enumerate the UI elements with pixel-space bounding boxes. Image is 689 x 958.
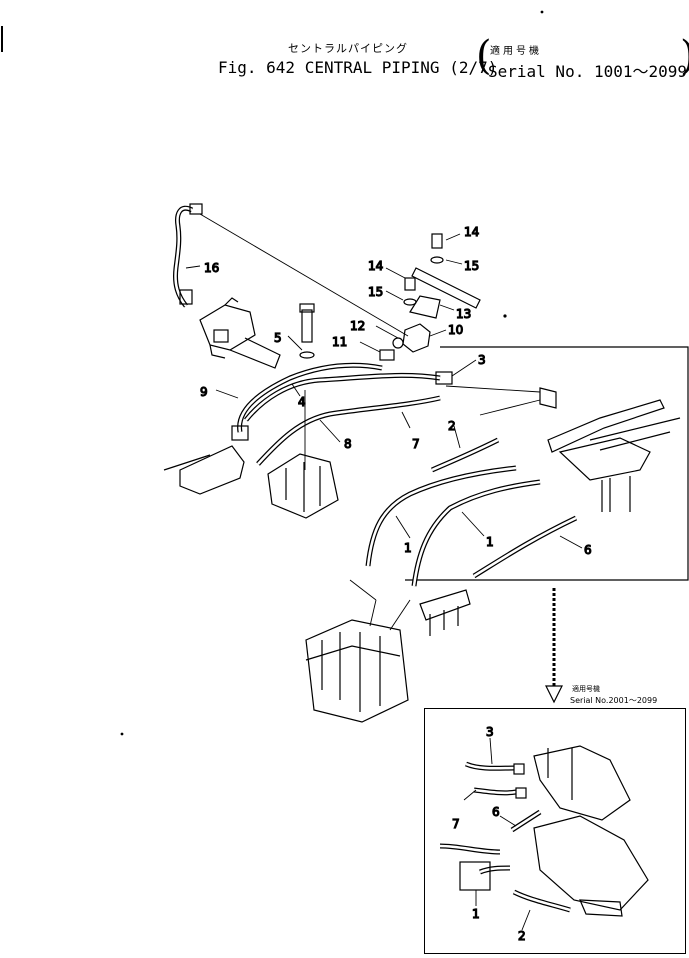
valve-bank-lower bbox=[305, 619, 409, 723]
callout-15a: 15 bbox=[464, 259, 479, 273]
callout-2: 2 bbox=[448, 419, 456, 433]
callout-13: 13 bbox=[456, 307, 471, 321]
callout-10: 10 bbox=[448, 323, 463, 337]
callout-8: 8 bbox=[344, 437, 352, 451]
fittings-lower-center bbox=[419, 589, 471, 636]
callout-11: 11 bbox=[332, 335, 347, 349]
figure-title: Fig. 642 CENTRAL PIPING (2/7) bbox=[218, 58, 498, 77]
hose-6 bbox=[472, 515, 578, 579]
serial-range: Serial No. 1001～2099 bbox=[488, 62, 688, 81]
callout-5: 5 bbox=[274, 331, 282, 345]
inset-leader-lines bbox=[463, 737, 531, 931]
block-10 bbox=[379, 323, 431, 361]
callout-15b: 15 bbox=[368, 285, 383, 299]
inset-drawing bbox=[439, 745, 649, 917]
hose-9 bbox=[237, 362, 383, 433]
inset-serial-label-japanese: 適用号機 bbox=[572, 685, 600, 693]
valve-assembly-left bbox=[199, 297, 281, 369]
inset-serial-range: Serial No.2001～2099 bbox=[570, 696, 658, 705]
callout-14a: 14 bbox=[464, 225, 479, 239]
open-bracket: ( bbox=[476, 33, 492, 79]
inset-callout-7: 7 bbox=[452, 817, 460, 831]
callout-16: 16 bbox=[204, 261, 219, 275]
callout-9: 9 bbox=[200, 385, 208, 399]
callout-1b: 1 bbox=[486, 535, 494, 549]
leader-lines bbox=[185, 233, 583, 631]
close-bracket: ) bbox=[680, 36, 689, 76]
control-valve-center bbox=[267, 453, 339, 519]
detail-box bbox=[405, 346, 689, 581]
callout-12: 12 bbox=[350, 319, 365, 333]
hose-4 bbox=[244, 371, 453, 422]
figure-title-japanese: セントラルパイピング bbox=[288, 42, 408, 55]
hose-7 bbox=[256, 395, 441, 466]
inset-frame bbox=[424, 708, 686, 954]
callout-14b: 14 bbox=[368, 259, 383, 273]
callout-6: 6 bbox=[584, 543, 592, 557]
valve-left-lower bbox=[163, 425, 249, 495]
hose-1a bbox=[365, 465, 517, 567]
callout-3: 3 bbox=[478, 353, 486, 367]
callout-1a: 1 bbox=[404, 541, 412, 555]
inset-callout-6: 6 bbox=[492, 805, 500, 819]
inset-callout-2: 2 bbox=[518, 929, 526, 943]
arrow-to-inset bbox=[545, 588, 563, 704]
bolt-5 bbox=[299, 303, 315, 359]
hose-16 bbox=[173, 203, 203, 308]
valve-block-right bbox=[539, 387, 681, 512]
serial-label-japanese: 適用号機 bbox=[490, 46, 542, 57]
callout-7: 7 bbox=[412, 437, 420, 451]
inset-callout-1: 1 bbox=[472, 907, 480, 921]
hose-1b bbox=[411, 479, 541, 587]
callout-4: 4 bbox=[298, 395, 306, 409]
inset-callout-3: 3 bbox=[486, 725, 494, 739]
figure-header: セントラルパイピング Fig. 642 CENTRAL PIPING (2/7)… bbox=[0, 0, 689, 90]
bracket-13-hardware bbox=[403, 233, 481, 319]
hose-2 bbox=[430, 437, 500, 473]
